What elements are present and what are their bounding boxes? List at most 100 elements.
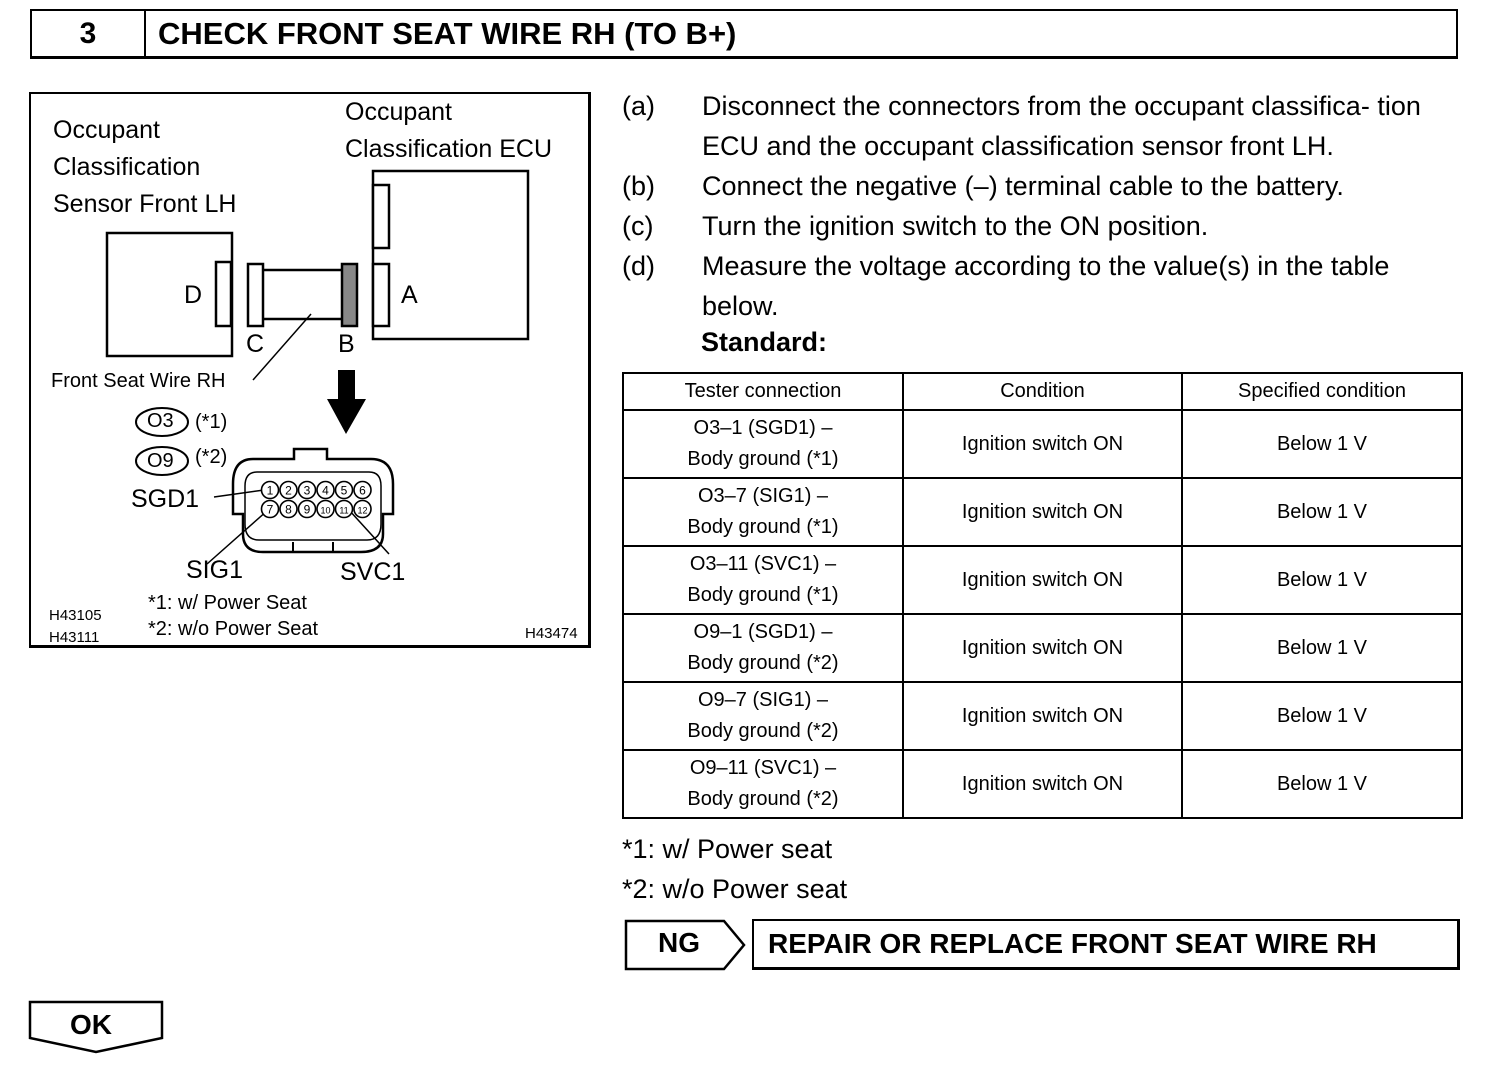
cell-condition: Ignition switch ON: [902, 681, 1183, 751]
ecu-label-line1: Occupant: [345, 98, 453, 126]
connector-c-shape: [246, 262, 265, 328]
conn-line1: O9–11 (SVC1) –: [689, 757, 837, 779]
pin-number: 3: [304, 484, 311, 498]
conn-line1: O9–7 (SIG1) –: [697, 689, 829, 711]
connector-o9-note: (*2): [195, 446, 228, 468]
cell-tester-connection: O9–11 (SVC1) – Body ground (*2): [622, 749, 904, 819]
conn-line2: Body ground (*2): [687, 788, 839, 810]
cell-condition: Ignition switch ON: [902, 613, 1183, 683]
sensor-label-line2: Classification: [53, 153, 201, 181]
conn-line2: Body ground (*1): [687, 516, 839, 538]
sensor-label-line1: Occupant: [53, 116, 161, 144]
pin-number: 10: [320, 506, 330, 516]
conn-line1: O3–11 (SVC1) –: [689, 553, 837, 575]
step-letter: (b): [622, 171, 655, 201]
pin-number: 8: [285, 503, 292, 517]
pin-circle: [279, 480, 298, 500]
cell-tester-connection: O9–7 (SIG1) – Body ground (*2): [622, 681, 904, 751]
pin-circle: [260, 499, 280, 519]
spec-table: Tester connection Condition Specified co…: [622, 372, 1463, 819]
conn-line2: Body ground (*2): [687, 652, 839, 674]
connector-d-label: D: [184, 281, 203, 309]
connector-d-shape: [214, 260, 233, 328]
pin-number: 6: [359, 484, 366, 498]
table-note1: *1: w/ Power seat: [622, 834, 833, 864]
pin-number: 4: [322, 484, 329, 498]
table-row: O3–1 (SGD1) –Body ground (*1)Ignition sw…: [622, 409, 1463, 479]
pin-number: 5: [341, 484, 348, 498]
pin-number: 2: [285, 484, 292, 498]
step-number: 3: [32, 11, 146, 56]
cell-condition: Ignition switch ON: [902, 545, 1183, 615]
pin-circle: [334, 480, 354, 500]
pin-circle: [353, 480, 372, 500]
cell-tester-connection: O9–1 (SGD1) – Body ground (*2): [622, 613, 904, 683]
cell-specified-condition: Below 1 V: [1181, 545, 1463, 615]
cell-specified-condition: Below 1 V: [1181, 613, 1463, 683]
pin-number: 11: [339, 506, 348, 516]
pin-number: 7: [267, 503, 274, 517]
connector-c-label: C: [246, 330, 265, 358]
figure-code2: H43111: [49, 629, 100, 646]
header-specified-condition: Specified condition: [1181, 372, 1463, 411]
step-letter: (d): [622, 251, 655, 281]
pin-circle: [297, 480, 317, 500]
cell-specified-condition: Below 1 V: [1181, 681, 1463, 751]
header-tester-connection: Tester connection: [622, 372, 904, 411]
conn-line1: O9–1 (SGD1) –: [693, 621, 833, 643]
conn-line2: Body ground (*1): [687, 584, 839, 606]
connector-o3-label: O3: [147, 410, 174, 432]
connector-b-shape: [340, 262, 359, 328]
connector-a-shape: [371, 262, 391, 328]
step-text: Turn the ignition switch to the ON posit…: [702, 211, 1209, 241]
pin-number: 9: [304, 503, 311, 517]
pin-sgd1-label: SGD1: [131, 485, 200, 513]
table-row: O3–7 (SIG1) – Body ground (*1) Ignition sw…: [622, 477, 1463, 547]
step-text: Measure the voltage according to the val…: [702, 251, 1390, 321]
table-row: O9–11 (SVC1) –Body ground (*2)Ignition s…: [622, 749, 1463, 819]
step-letter: (a): [622, 91, 655, 121]
table-header-row: Tester connection Condition Specified co…: [622, 372, 1463, 411]
step-header: 3 CHECK FRONT SEAT WIRE RH (TO B+): [30, 9, 1458, 59]
pin-sig1-label: SIG1: [186, 556, 243, 584]
pin-circle: [316, 499, 335, 519]
pin-circle: [297, 499, 317, 519]
table-note2: *2: w/o Power seat: [622, 874, 848, 904]
table-row: O9–7 (SIG1) – Body ground (*2) Ignition sw…: [622, 681, 1463, 751]
pin-circle: [316, 480, 335, 500]
conn-line2: Body ground (*2): [687, 720, 839, 742]
cell-condition: Ignition switch ON: [902, 409, 1183, 479]
pin-circle: [279, 499, 298, 519]
pin-circle: [260, 480, 280, 500]
figure-note2: *2: w/o Power Seat: [148, 618, 319, 640]
pin-number: 1: [267, 484, 274, 498]
connector-b-label: B: [338, 330, 355, 358]
wire-label: Front Seat Wire RH: [51, 370, 226, 392]
cell-tester-connection: O3–7 (SIG1) – Body ground (*1): [622, 477, 904, 547]
pin-circle: [353, 499, 372, 519]
cell-specified-condition: Below 1 V: [1181, 477, 1463, 547]
conn-line1: O3–7 (SIG1) –: [697, 485, 829, 507]
step-text: Connect the negative (–) terminal cable …: [702, 171, 1344, 201]
pin-circle: [334, 499, 354, 519]
pin-number: 12: [357, 506, 367, 516]
cell-condition: Ignition switch ON: [902, 477, 1183, 547]
down-arrow-icon: [327, 370, 366, 434]
ecu-label-line2: Classification ECU: [345, 135, 553, 163]
connector-a-label: A: [401, 281, 418, 309]
step-text: Disconnect the connectors from the occup…: [702, 91, 1421, 161]
figure-code3: H43474: [525, 625, 578, 642]
ng-label: NG: [658, 927, 700, 958]
connector-o3-note: (*1): [195, 411, 228, 433]
step-title: CHECK FRONT SEAT WIRE RH (TO B+): [158, 15, 737, 51]
conn-line1: O3–1 (SGD1) –: [693, 417, 833, 439]
figure-code1: H43105: [49, 607, 102, 624]
cell-specified-condition: Below 1 V: [1181, 409, 1463, 479]
connector-o9-label: O9: [147, 450, 174, 472]
pin-svc1-label: SVC1: [340, 558, 406, 586]
table-row: O9–1 (SGD1) – Body ground (*2) Ignition sw…: [622, 613, 1463, 683]
figure-note1: *1: w/ Power Seat: [148, 592, 307, 614]
